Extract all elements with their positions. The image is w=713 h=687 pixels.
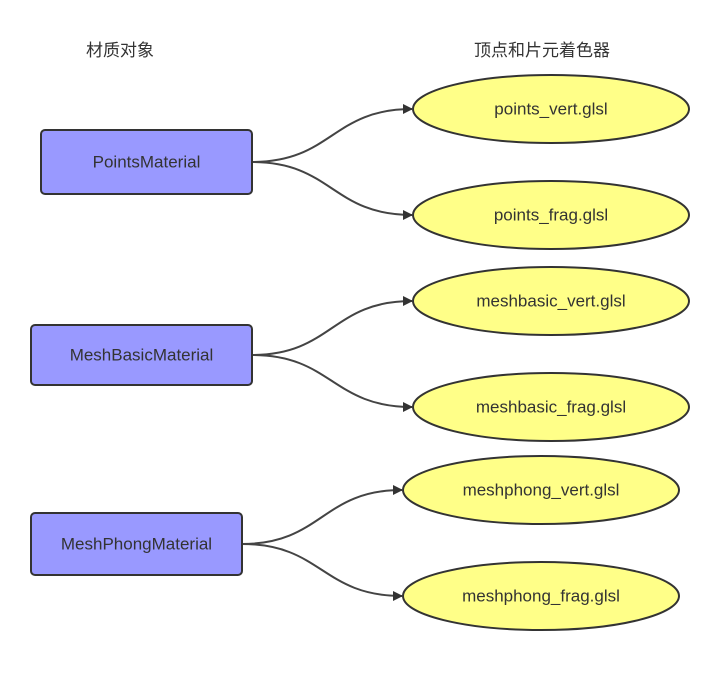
material-node-3[interactable]: MeshPhongMaterial [30,512,243,576]
materials-heading: 材质对象 [86,41,154,61]
shader-label: meshbasic_frag.glsl [476,398,626,417]
shader-ellipse [402,561,680,631]
material-label: MeshPhongMaterial [61,535,212,554]
shader-label: points_frag.glsl [494,206,608,225]
material-box [40,129,253,195]
shader-node-1[interactable]: points_vert.glsl [412,74,690,144]
shader-node-6[interactable]: meshphong_frag.glsl [402,561,680,631]
edge-arrow-3 [251,296,413,356]
shader-label: meshphong_vert.glsl [463,481,620,500]
edge-arrow-2 [251,161,413,220]
material-label: PointsMaterial [93,153,201,172]
material-label: MeshBasicMaterial [70,346,214,365]
shader-ellipse [412,180,690,250]
shader-node-4[interactable]: meshbasic_frag.glsl [412,372,690,442]
shader-label: meshphong_frag.glsl [462,587,620,606]
shader-ellipse [412,74,690,144]
shader-ellipse [412,372,690,442]
shaders-heading: 顶点和片元着色器 [474,41,610,61]
material-node-2[interactable]: MeshBasicMaterial [30,324,253,386]
shader-ellipse [412,266,690,336]
shader-node-2[interactable]: points_frag.glsl [412,180,690,250]
shader-node-5[interactable]: meshphong_vert.glsl [402,455,680,525]
edge-arrow-1 [251,104,413,163]
material-node-1[interactable]: PointsMaterial [40,129,253,195]
shader-label: points_vert.glsl [494,100,607,119]
shader-ellipse [402,455,680,525]
edge-arrow-5 [241,485,403,545]
edge-arrow-6 [241,543,403,601]
edge-arrow-4 [251,354,413,412]
material-box [30,512,243,576]
shader-node-3[interactable]: meshbasic_vert.glsl [412,266,690,336]
shader-label: meshbasic_vert.glsl [476,292,625,311]
material-box [30,324,253,386]
